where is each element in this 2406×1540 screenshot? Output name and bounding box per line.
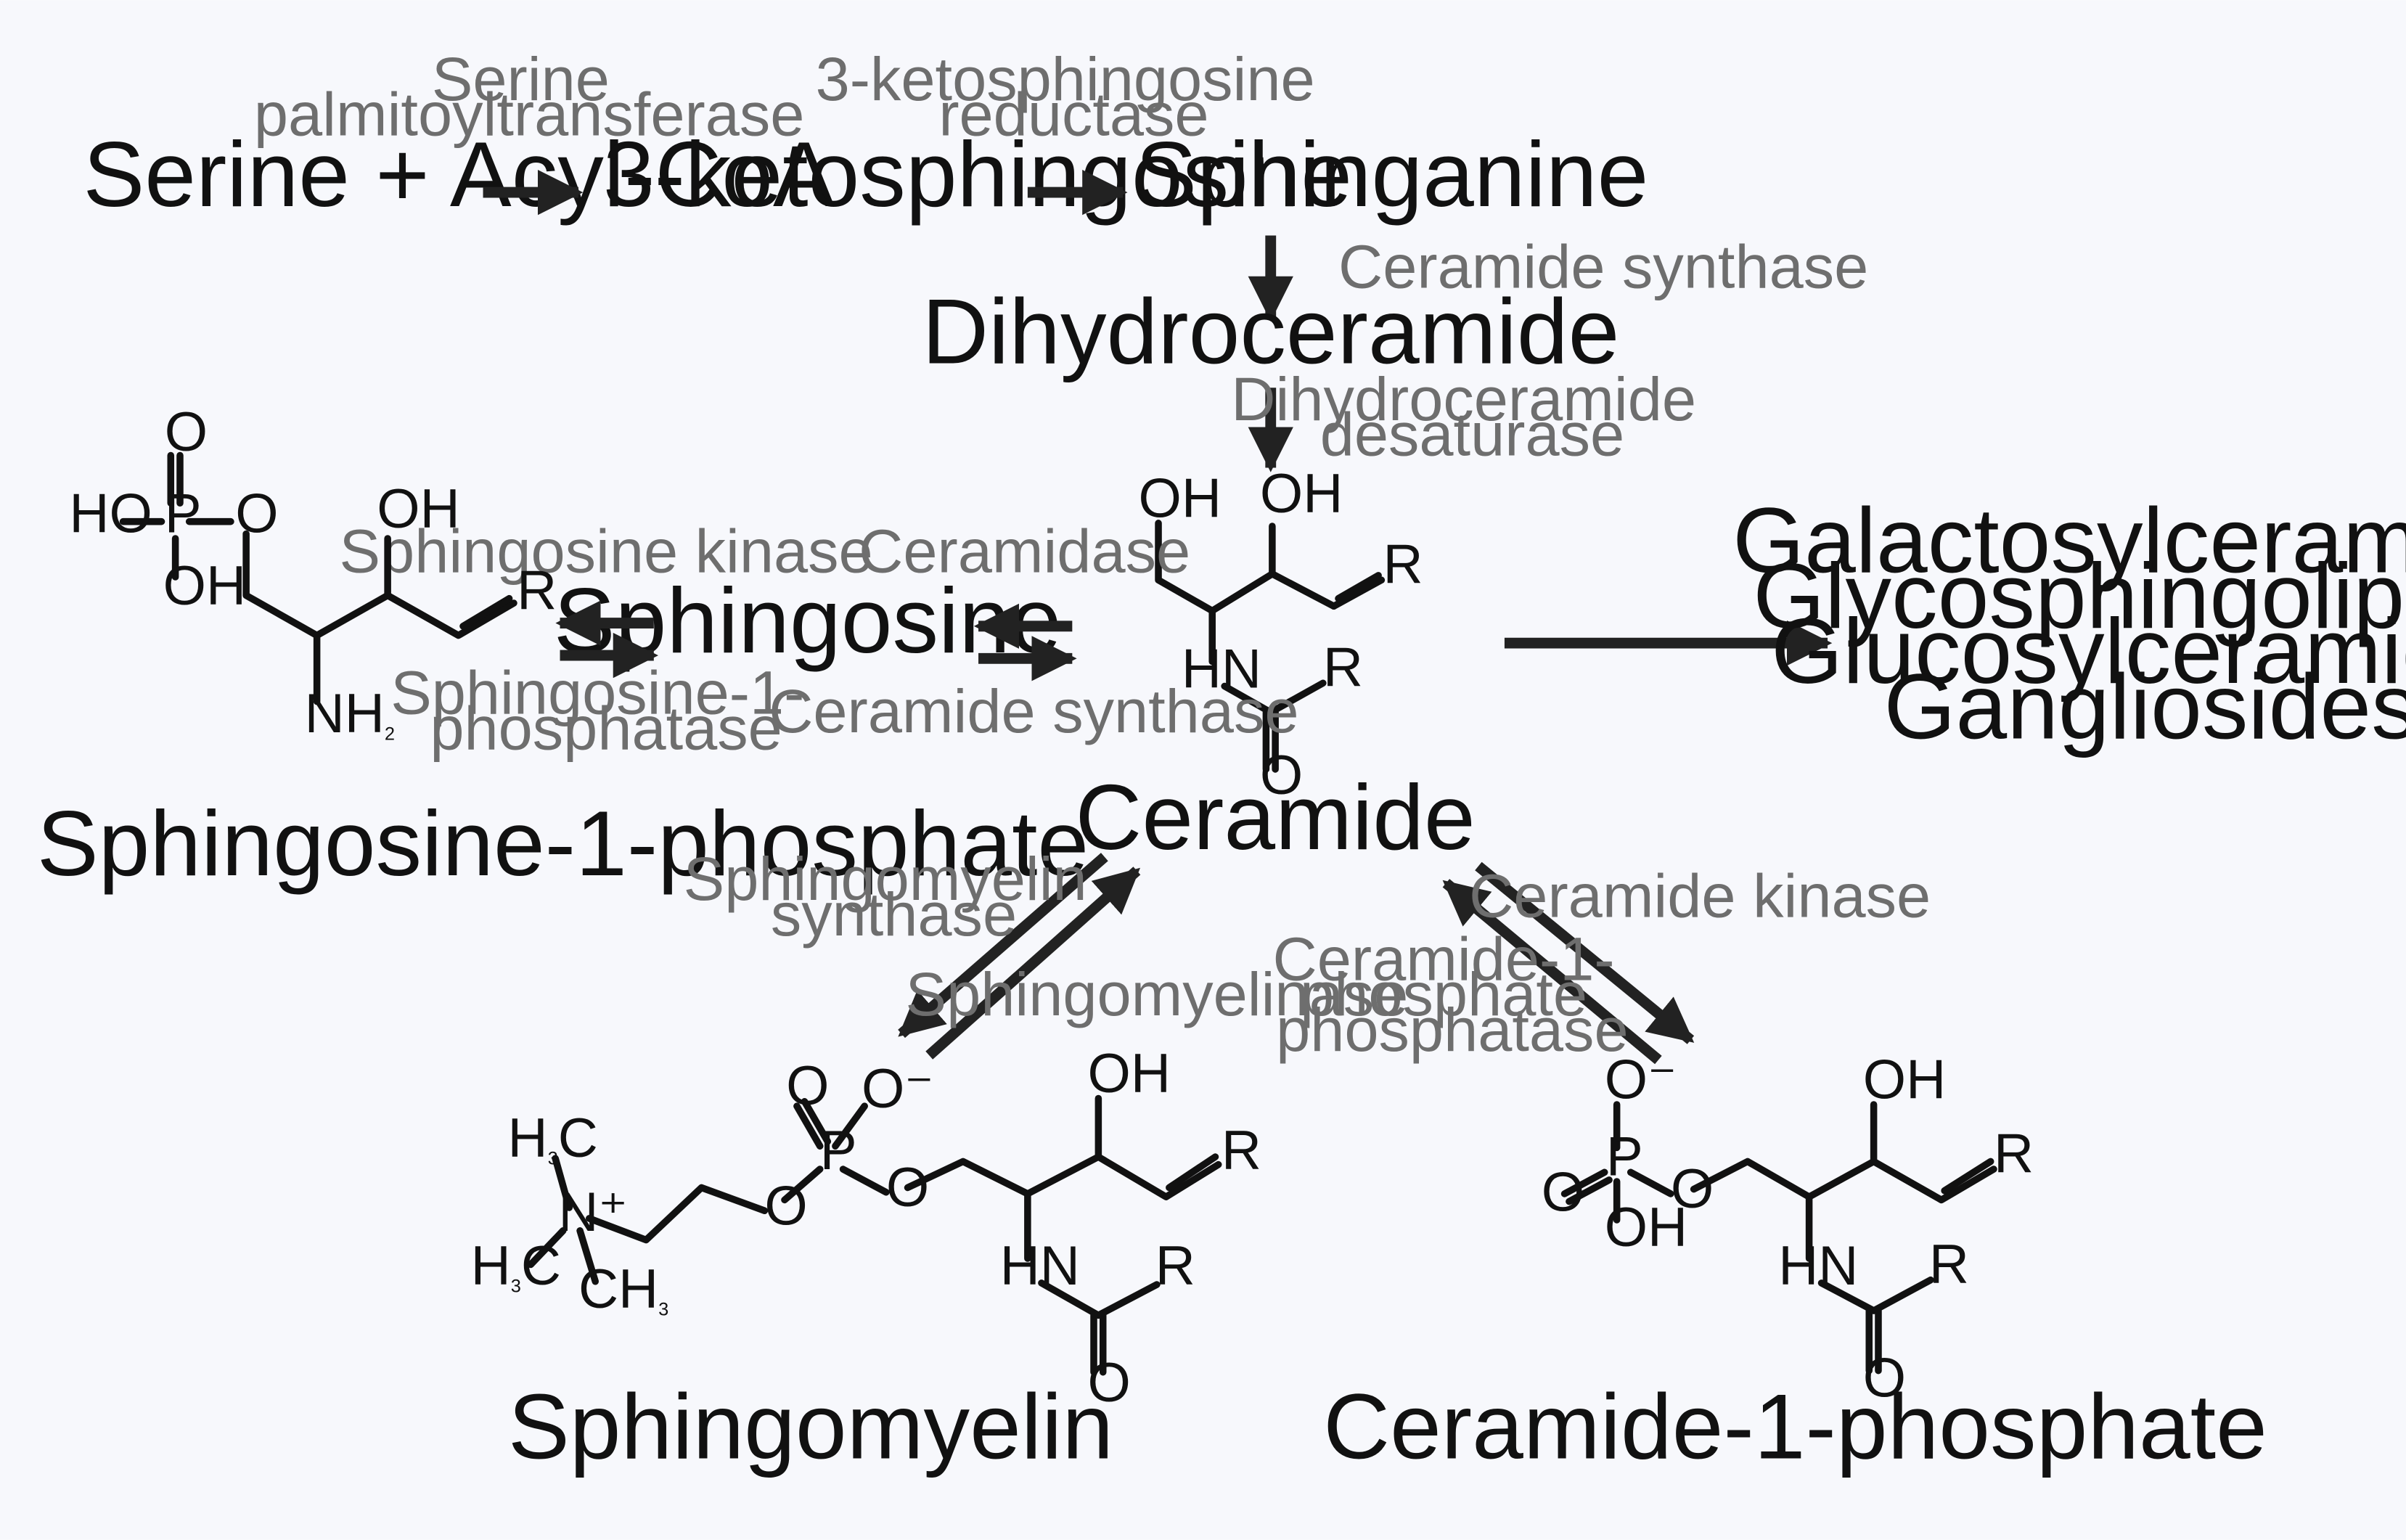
enzyme-sphingosine-1-phosphatase: Sphingosine-1- phosphatase [390,658,822,763]
atom-o-minus: O⁻ [1605,1049,1677,1111]
complex-lipid-item: Glycosphingolipids [1753,544,2406,647]
enzyme-ceramide-synthase-mid: Ceramide synthase [769,676,1298,745]
enzyme-line: desaturase [1320,400,1624,469]
enzyme-line: 3-ketosphingosine [816,44,1315,113]
atom-c-text: C [521,1235,561,1297]
atom-c-text: C [558,1107,598,1169]
enzyme-sphingomyelinase: Sphingomyelinase [906,959,1409,1028]
enzyme-line: reductase [938,80,1208,149]
atom-o: O [1863,1348,1906,1409]
arrow-ceramide-to-sphingomyelin [898,853,1108,1039]
arrow-c1p-to-ceramide [1442,879,1662,1065]
enzyme-ceramide-kinase: Ceramide kinase [1469,861,1931,930]
node-sphinganine: Sphinganine [1135,123,1648,226]
atom-subscript: 3 [548,1149,558,1169]
atom-ch3: CH3 [578,1258,668,1320]
complex-lipid-item: Glucosylceramide [1771,599,2406,703]
complex-lipid-item: Gangliosides [1884,655,2406,758]
enzyme-line: synthase [771,880,1017,949]
atom-h-text: H [507,1107,547,1169]
node-ceramide-1-phosphate: Ceramide-1-phosphate [1323,1375,2267,1478]
arrow-sphingomyelin-to-ceramide [925,867,1141,1060]
atom-subscript: 3 [511,1277,521,1297]
enzyme-dihydroceramide-desaturase: Dihydroceramide desaturase [1231,364,1713,469]
enzyme-sphingosine-kinase: Sphingosine kinase [340,517,873,586]
enzyme-line: palmitoyltransferase [254,80,805,149]
node-ceramide: Ceramide [1076,766,1476,869]
node-complex-lipids: Galactosylceramide Glycosphingolipids Gl… [1732,489,2406,758]
atom-hn: HN [1778,1235,1858,1297]
atom-h3c: H3C [507,1107,597,1169]
atom-p: P [165,483,202,545]
atom-o: O [1088,1352,1131,1414]
enzyme-line: phosphate [1300,959,1587,1028]
node-3-ketosphingosine: 3-ketosphingosine [603,123,1352,226]
atom-p: P [1606,1126,1643,1188]
node-sphingomyelin: Sphingomyelin [508,1375,1113,1478]
sphingosine-1-phosphate-structure: O HO P O OH OH R NH2 [69,401,557,745]
ceramide-1-phosphate-structure: O⁻ O P OH O OH R HN R O [1542,1049,2034,1409]
enzyme-ceramide-1-phosphate-phosphatase: Ceramide-1- phosphate phosphatase [1273,924,1632,1064]
node-serine-acyl-coa: Serine + Acyl-CoA [83,123,835,226]
enzyme-line: phosphatase [430,693,782,762]
atom-r: R [1383,533,1423,595]
atom-r: R [517,560,557,622]
atom-o: O [786,1055,829,1117]
atom-o: O [886,1157,929,1219]
enzyme-line: Ceramide-1- [1273,924,1615,993]
enzyme-line: Serine [432,44,610,113]
atom-o: O [165,401,208,463]
atom-oh: OH [1260,463,1343,525]
atom-hn: HN [1000,1235,1080,1297]
atom-o: O [764,1175,807,1237]
atom-h-text: H [471,1235,511,1297]
atom-o: O [235,483,278,545]
atom-oh: OH [1863,1049,1946,1111]
atom-nh2: NH2 [305,683,395,745]
node-sphingosine-1-phosphate: Sphingosine-1-phosphate [37,792,1089,895]
atom-p: P [820,1120,857,1181]
ceramide-structure: OH OH R HN R O [1138,463,1423,806]
enzyme-3-ketosphingosine-reductase: 3-ketosphingosine reductase [816,44,1333,149]
atom-n-plus: N⁺ [558,1181,627,1243]
atom-ho: HO [69,483,152,545]
atom-oh: OH [1088,1043,1171,1105]
enzyme-line: Dihydroceramide [1231,364,1696,433]
atom-r: R [1929,1234,1969,1295]
atom-ch-text: CH [578,1258,658,1320]
atom-hn: HN [1182,639,1261,700]
enzyme-line: phosphatase [1276,995,1628,1064]
atom-h3c: H3C [471,1235,561,1297]
atom-r: R [1994,1123,2034,1184]
enzyme-sphingomyelin-synthase: Sphingomyelin synthase [684,844,1105,949]
enzyme-ceramide-synthase-top: Ceramide synthase [1338,232,1868,301]
atom-oh: OH [1605,1197,1687,1258]
enzyme-line: Sphingomyelin [684,844,1087,913]
enzyme-serine-palmitoyltransferase: Serine palmitoyltransferase [254,44,805,149]
atom-o: O [1260,745,1303,806]
atom-nh-text: NH [305,683,385,745]
atom-o: O [1542,1161,1584,1223]
atom-o-minus: O⁻ [862,1058,934,1120]
complex-lipid-item: Galactosylceramide [1732,489,2406,592]
atom-r: R [1155,1235,1195,1297]
atom-r: R [1323,636,1363,698]
atom-subscript: 3 [658,1299,668,1319]
node-dihydroceramide: Dihydroceramide [922,279,1619,382]
enzyme-ceramidase: Ceramidase [859,517,1190,586]
atom-r: R [1222,1120,1261,1181]
atom-subscript: 2 [385,724,395,745]
atom-oh: OH [377,478,459,540]
enzyme-line: Sphingosine-1- [390,658,804,727]
arrow-ceramide-to-c1p [1475,861,1695,1044]
atom-oh: OH [163,555,246,617]
atom-o: O [1671,1158,1714,1220]
atom-oh: OH [1138,467,1221,529]
sphingomyelin-structure: H3C N⁺ H3C CH3 O P O O⁻ O OH R HN R O [471,1043,1261,1414]
